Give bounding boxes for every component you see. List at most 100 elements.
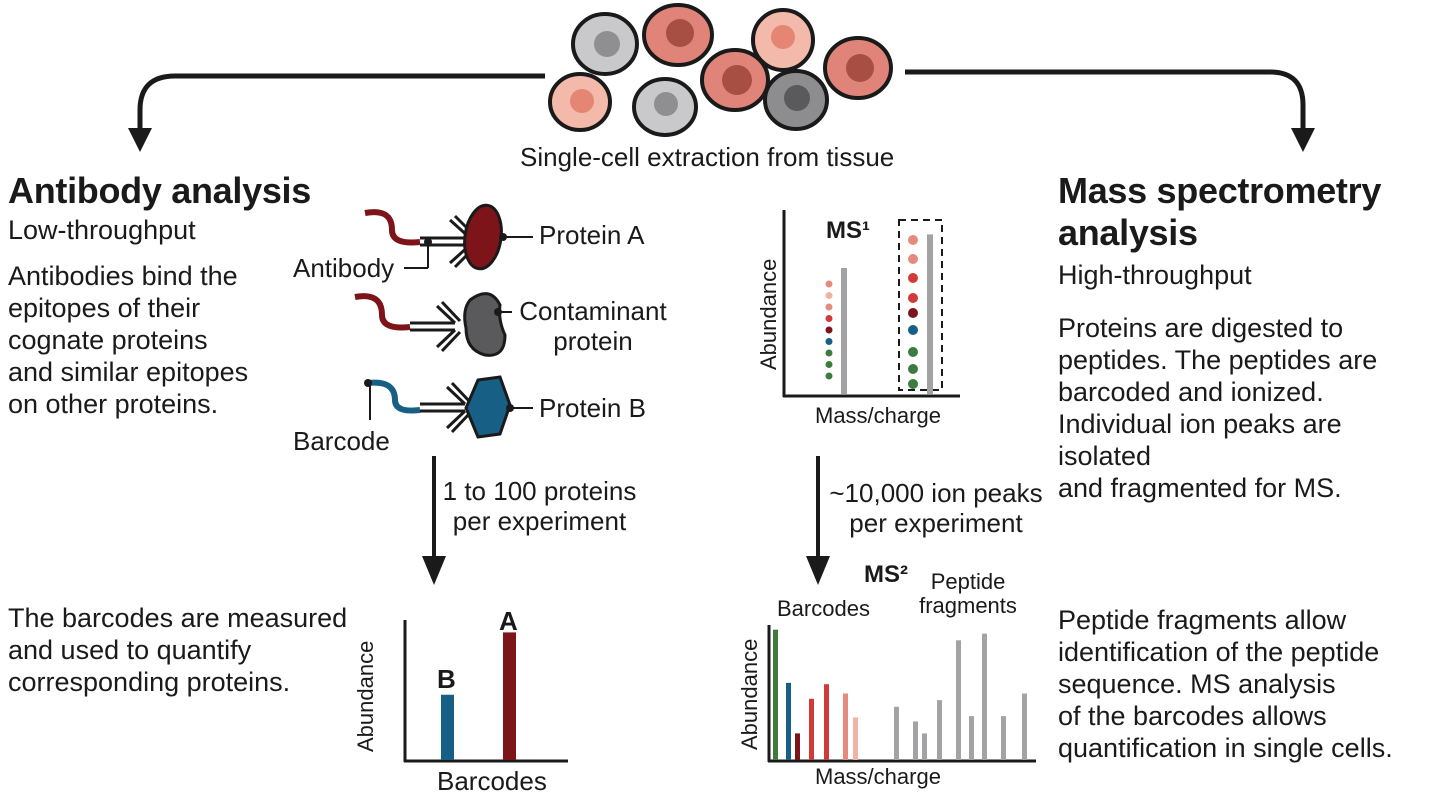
barcode-bar-label-a: A <box>499 606 518 636</box>
ion-dot <box>825 292 833 299</box>
ion-dot <box>908 254 918 264</box>
ms1-peak <box>927 234 933 394</box>
ms2-fragments-annotation: Peptide fragments <box>919 569 1017 618</box>
right-title: Mass spectrometry analysis <box>1058 170 1381 254</box>
right-subtitle: High-throughput <box>1058 260 1252 290</box>
ion-dot <box>908 347 918 357</box>
barcode-chart-xlabel: Barcodes <box>437 766 547 796</box>
ion-dot <box>825 315 833 322</box>
ms2-barcode-peak <box>786 682 791 760</box>
right-result-line: sequence. MS analysis <box>1058 669 1336 699</box>
ms1-xlabel: Mass/charge <box>815 403 941 428</box>
ms2-xlabel: Mass/charge <box>815 764 941 789</box>
ms2-title: MS² <box>864 561 908 588</box>
ion-dot <box>908 235 918 245</box>
right-result-line: quantification in single cells. <box>1058 733 1393 763</box>
ion-dot <box>908 379 918 389</box>
right-throughput-line: per experiment <box>849 508 1023 538</box>
ms2-barcodes-annotation: Barcodes <box>777 596 870 621</box>
left-subtitle: Low-throughput <box>8 215 196 245</box>
ms1-chart-peaks <box>841 234 933 394</box>
ion-dot <box>825 372 833 380</box>
ms2-fragment-peak <box>913 721 918 760</box>
ion-dot <box>908 308 918 318</box>
right-description-line: peptides. The peptides are <box>1058 345 1378 375</box>
ion-dot <box>908 364 918 374</box>
barcode-chart-axes <box>403 620 568 763</box>
ms2-barcode-peak <box>795 733 800 760</box>
right-branch-arrow <box>905 69 1306 132</box>
contaminant-protein-icon <box>354 292 512 357</box>
right-result-text: Peptide fragments allow identification o… <box>1058 604 1393 764</box>
left-down-arrowhead-icon <box>422 556 446 585</box>
right-result-line: of the barcodes allows <box>1058 701 1327 731</box>
cell-cluster <box>548 3 893 137</box>
left-result-text: The barcodes are measured and used to qu… <box>8 602 347 698</box>
ms2-fragment-peak <box>1022 693 1027 760</box>
right-description-line: Proteins are digested to <box>1058 313 1344 343</box>
ms2-barcode-peak <box>843 693 848 760</box>
ion-dot <box>908 273 918 283</box>
left-result-line: and used to quantify <box>8 635 252 665</box>
left-throughput-line: per experiment <box>452 506 627 536</box>
ion-dot <box>825 280 833 288</box>
left-description-line: Antibodies bind the <box>8 261 238 291</box>
ms2-fragment-peak <box>922 733 927 760</box>
ms1-ion-dots <box>825 235 918 389</box>
ms2-chart-peaks <box>773 629 1027 760</box>
right-throughput: ~10,000 ion peaks per experiment <box>820 478 1052 538</box>
barcode-chart-bars <box>441 632 516 760</box>
barcode-bar <box>503 632 516 760</box>
right-description: Proteins are digested to peptides. The p… <box>1058 312 1434 504</box>
right-result-line: Peptide fragments allow <box>1058 605 1347 635</box>
left-throughput: 1 to 100 proteins per experiment <box>432 476 647 536</box>
contaminant-label: Contaminant protein <box>512 296 674 356</box>
ion-dot <box>908 325 918 335</box>
right-description-line: barcoded and ionized. <box>1058 377 1324 407</box>
ms1-ylabel: Abundance <box>756 258 781 370</box>
right-description-line: Individual ion peaks are isolated <box>1058 409 1342 471</box>
ms1-peak <box>841 268 847 394</box>
left-branch-arrow <box>137 73 545 140</box>
left-description-line: cognate proteins <box>8 325 208 355</box>
barcode-bar-label-b: B <box>437 664 456 694</box>
right-arrowhead-icon <box>1291 128 1315 152</box>
left-result-line: The barcodes are measured <box>8 603 348 633</box>
extraction-caption: Single-cell extraction from tissue <box>520 142 895 172</box>
left-description-line: on other proteins. <box>8 389 219 419</box>
ms2-fragment-peak <box>937 700 942 760</box>
ion-dot <box>825 326 833 334</box>
antibody-protein-a-icon <box>364 203 533 271</box>
barcoded-antibody-protein-b-icon <box>364 375 533 439</box>
right-throughput-line: ~10,000 ion peaks <box>829 478 1043 508</box>
barcode-bar <box>441 694 454 760</box>
contaminant-label-line: Contaminant <box>519 296 667 326</box>
left-title: Antibody analysis <box>8 170 311 211</box>
right-description-line: and fragmented for MS. <box>1058 473 1342 503</box>
left-arrowhead-icon <box>128 128 152 152</box>
ion-dot <box>825 361 833 368</box>
protein-b-label: Protein B <box>539 393 646 423</box>
ms2-fragment-peak <box>894 706 899 760</box>
ms1-chart-axes <box>782 210 960 398</box>
left-description-line: and similar epitopes <box>8 357 249 387</box>
ion-dot <box>825 303 833 311</box>
ms2-barcode-peak <box>853 717 858 760</box>
ms2-barcode-peak <box>809 698 814 760</box>
ms2-fragment-peak <box>969 716 974 760</box>
barcode-label: Barcode <box>293 426 390 456</box>
right-result-line: identification of the peptide <box>1058 637 1380 667</box>
ion-dot <box>825 349 833 357</box>
protein-a-label: Protein A <box>539 220 645 250</box>
left-throughput-line: 1 to 100 proteins <box>442 476 637 506</box>
ms2-chart-axes <box>767 625 1036 763</box>
left-description: Antibodies bind the epitopes of their co… <box>8 260 248 420</box>
ms2-fragment-peak <box>982 633 987 760</box>
ms2-barcode-peak <box>824 684 829 760</box>
barcode-chart-ylabel: Abundance <box>353 640 378 752</box>
right-title-line: Mass spectrometry <box>1058 170 1382 211</box>
ms2-barcode-peak <box>773 629 778 760</box>
left-description-line: epitopes of their <box>8 293 201 323</box>
ion-dot <box>908 293 918 303</box>
